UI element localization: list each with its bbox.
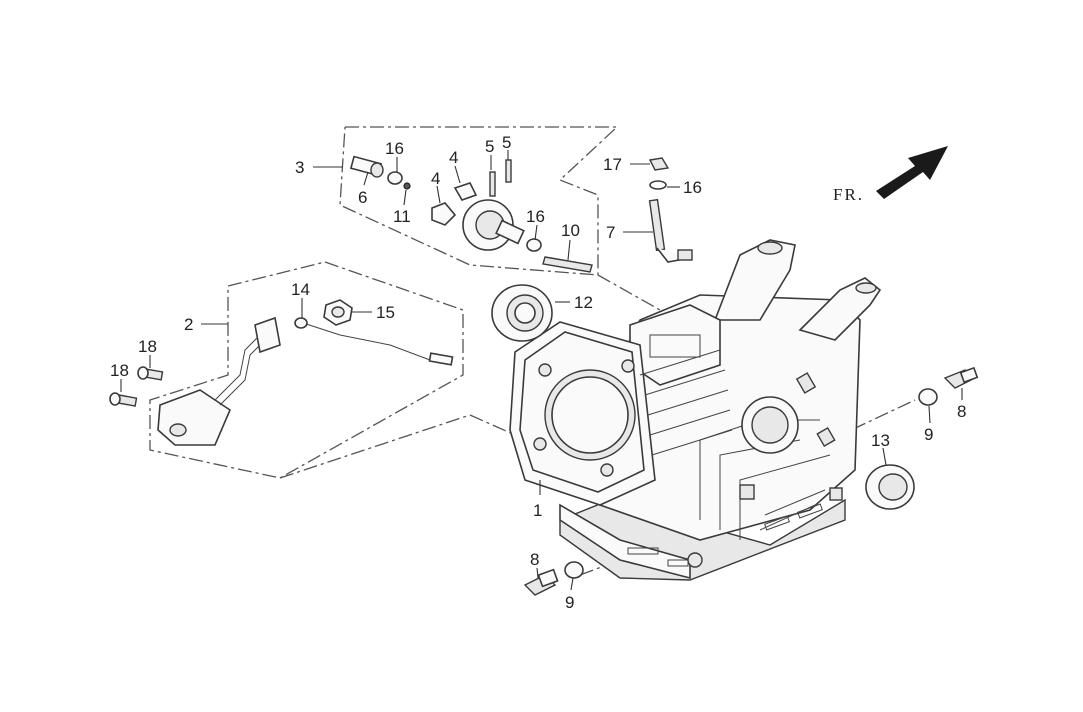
leader-lines	[120, 150, 963, 591]
drain-dashline	[829, 399, 916, 441]
bolt-18-upper	[137, 366, 164, 381]
callout-4a: 4	[449, 148, 458, 167]
washer-16-b	[526, 238, 542, 252]
ignition-coil-part	[157, 316, 281, 446]
bolt-18-lower	[109, 392, 138, 407]
spark-plug-cable-part	[299, 321, 454, 366]
callout-10: 10	[561, 221, 580, 240]
callout-11: 11	[393, 207, 411, 226]
callout-8-bottom: 8	[530, 550, 539, 569]
nut-15-part	[323, 299, 353, 326]
callout-1: 1	[533, 501, 542, 520]
callout-6: 6	[358, 188, 367, 207]
bearing-part	[491, 284, 553, 342]
governor-holder-part	[431, 182, 478, 226]
callout-15: 15	[376, 303, 395, 322]
callout-8-right: 8	[957, 402, 966, 421]
callout-9-right: 9	[924, 425, 933, 444]
callout-18b: 18	[110, 361, 129, 380]
callout-2: 2	[184, 315, 193, 334]
drain-bolt-bottom	[523, 568, 559, 596]
crankcase-part	[509, 239, 882, 581]
pin-part	[489, 171, 496, 197]
callout-9-bottom: 9	[565, 593, 574, 612]
clip-11	[403, 182, 411, 190]
callout-17: 17	[603, 155, 622, 174]
callout-4b: 4	[431, 169, 440, 188]
governor-arm-part	[648, 198, 693, 263]
callout-16b: 16	[526, 207, 545, 226]
oil-seal-part	[865, 464, 915, 510]
grommet-14	[294, 317, 308, 329]
governor-gear-part	[462, 199, 525, 251]
callout-12: 12	[574, 293, 593, 312]
front-direction-arrow-icon	[876, 146, 948, 199]
washer-16-c	[649, 180, 667, 190]
pin-part-2	[505, 159, 512, 183]
callout-16c: 16	[683, 178, 702, 197]
callout-5a: 5	[485, 137, 494, 156]
washer-16-a	[387, 171, 403, 185]
callout-3: 3	[295, 158, 304, 177]
callout-7: 7	[606, 223, 615, 242]
washer-right	[918, 388, 938, 406]
gear-shaft-10-part	[542, 256, 593, 273]
callout-14: 14	[291, 280, 310, 299]
callout-18a: 18	[138, 337, 157, 356]
callout-13: 13	[871, 431, 890, 450]
front-direction-label: FR.	[833, 185, 864, 204]
governor-shaft-part	[349, 155, 384, 178]
clip-17	[648, 157, 670, 171]
governor-group-outline	[339, 126, 661, 311]
ignition-group-outline	[149, 261, 516, 479]
callout-5b: 5	[502, 133, 511, 152]
drain-bolt-right	[943, 366, 979, 389]
washer-bottom	[564, 561, 584, 579]
callout-16a: 16	[385, 139, 404, 158]
